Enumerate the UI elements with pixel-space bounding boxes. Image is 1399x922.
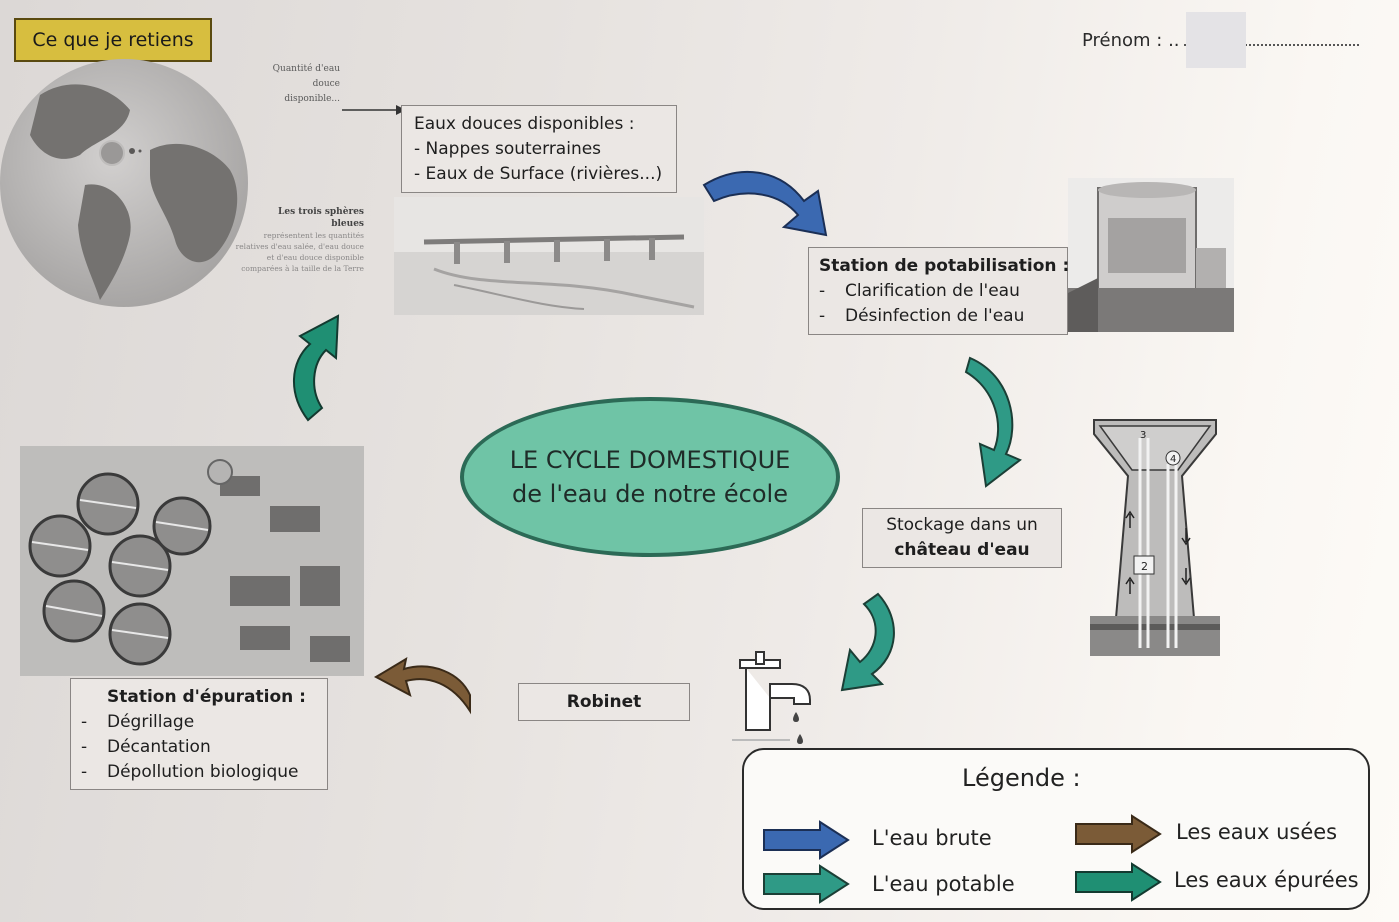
legend-arrow-eau-brute — [763, 820, 850, 860]
arrow-eaux-epurees — [293, 314, 340, 422]
globe-pointer-arrow — [342, 105, 406, 115]
water-tower-diagram: 3 4 2 — [1090, 419, 1220, 656]
prenom-line — [1183, 30, 1359, 46]
epuration-item: -Décantation — [81, 737, 211, 757]
legend-arrow-eaux-usees — [1075, 814, 1162, 854]
stockage-box: Stockage dans un château d'eau — [862, 508, 1062, 568]
globe-caption-side-title: Les trois sphères bleues — [278, 207, 364, 229]
legend-label-eau-brute: L'eau brute — [872, 826, 992, 850]
arrow-eau-potable-2 — [840, 592, 895, 692]
legend-arrow-eaux-epurees — [1075, 862, 1162, 902]
potabilisation-item: -Désinfection de l'eau — [819, 306, 1025, 326]
globe-caption-side-text: représentent les quantités relatives d'e… — [235, 231, 364, 273]
legend-label-eau-potable: L'eau potable — [872, 872, 1015, 896]
retiens-label: Ce que je retiens — [14, 18, 212, 62]
legend-arrow-eau-potable — [763, 864, 850, 904]
potabilisation-title: Station de potabilisation : — [819, 256, 1070, 276]
prenom-label: Prénom : .. — [1082, 30, 1180, 51]
epuration-box: Station d'épuration : -Dégrillage -Décan… — [70, 678, 328, 790]
arrow-eau-potable-1 — [964, 356, 1022, 488]
arrow-eaux-usees — [373, 656, 471, 715]
potabilisation-item: -Clarification de l'eau — [819, 281, 1020, 301]
legend-title: Légende : — [962, 764, 1081, 792]
prenom-field[interactable]: Prénom : .. — [1082, 30, 1359, 51]
tower-label-4: 4 — [1170, 454, 1176, 465]
treatment-plant-photo — [1068, 178, 1234, 332]
epuration-aerial-photo — [20, 446, 364, 676]
redacted-name — [1186, 12, 1246, 68]
tap-icon — [732, 651, 811, 744]
eaux-douces-title: Eaux douces disponibles : — [414, 114, 635, 134]
river-bridge-photo — [394, 197, 704, 315]
legend-box: Légende : L'eau brute L'eau potable Les … — [742, 748, 1370, 910]
globe-caption-top: Quantité d'eau douce disponible... — [272, 64, 340, 104]
potabilisation-box: Station de potabilisation : -Clarificati… — [808, 247, 1070, 335]
eaux-douces-box: Eaux douces disponibles : - Nappes soute… — [401, 105, 677, 193]
epuration-item: -Dégrillage — [81, 712, 195, 732]
stockage-line2: château d'eau — [894, 540, 1030, 560]
legend-label-eaux-usees: Les eaux usées — [1176, 820, 1338, 844]
epuration-title: Station d'épuration : — [107, 687, 306, 707]
epuration-item: -Dépollution biologique — [81, 762, 299, 782]
eaux-douces-item: - Nappes souterraines — [414, 139, 602, 159]
arrow-eau-brute — [702, 170, 828, 237]
cycle-title-ellipse: LE CYCLE DOMESTIQUE de l'eau de notre éc… — [460, 397, 840, 557]
stockage-line1: Stockage dans un — [886, 515, 1038, 535]
cycle-title-line1: LE CYCLE DOMESTIQUE — [509, 446, 791, 474]
robinet-box: Robinet — [518, 683, 690, 721]
globe-image — [0, 59, 248, 307]
legend-label-eaux-epurees: Les eaux épurées — [1174, 868, 1359, 892]
cycle-title-line2: de l'eau de notre école — [512, 480, 788, 508]
tower-label-3: 3 — [1140, 430, 1146, 441]
tower-label-2: 2 — [1141, 560, 1148, 573]
robinet-label: Robinet — [566, 692, 642, 712]
eaux-douces-item: - Eaux de Surface (rivières...) — [414, 164, 663, 184]
